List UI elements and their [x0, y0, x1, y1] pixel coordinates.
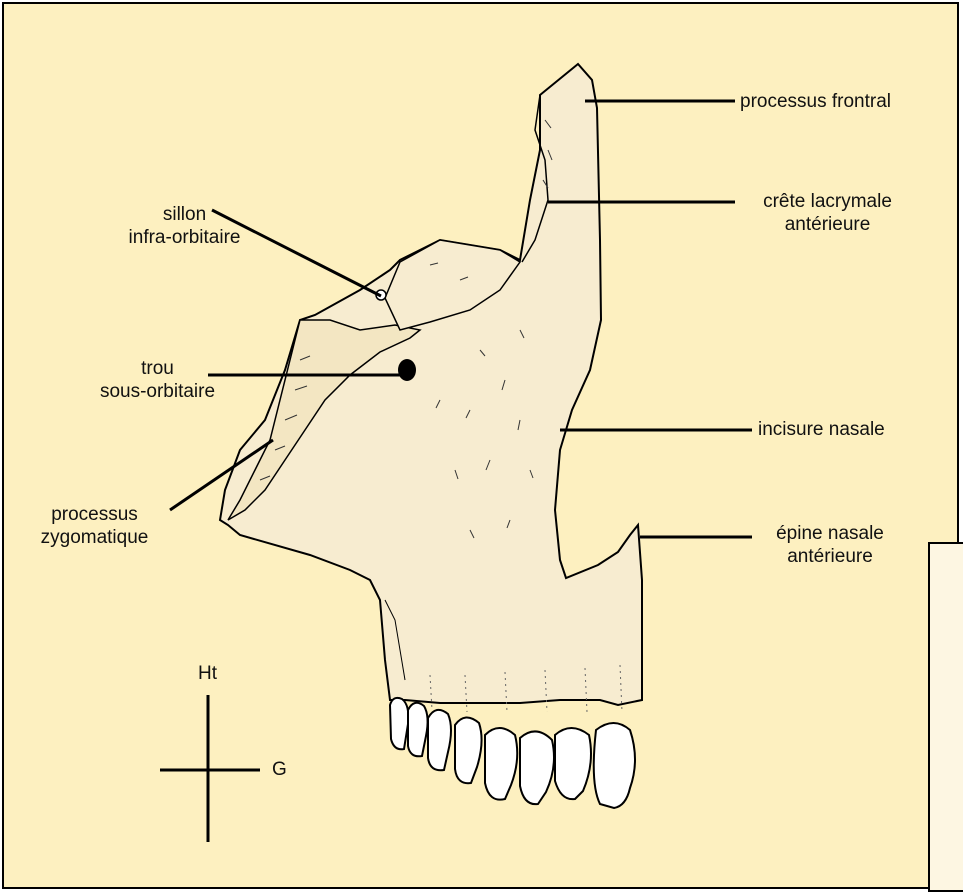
label-line: sillon [112, 203, 257, 226]
label-line: antérieure [740, 545, 920, 568]
tooth-7 [555, 728, 591, 799]
label-line: antérieure [740, 213, 915, 236]
label-incisure-nasale: incisure nasale [758, 418, 885, 441]
label-line: zygomatique [22, 526, 167, 549]
overlay-box [928, 542, 963, 892]
tooth-4 [455, 717, 482, 783]
tooth-3 [428, 710, 451, 770]
label-line: épine nasale [740, 522, 920, 545]
label-epine-nasale-anterieure: épine nasale antérieure [740, 522, 920, 568]
infraorbital-foramen [398, 359, 416, 381]
label-line: crête lacrymale [740, 190, 915, 213]
label-sillon-infra-orbitaire: sillon infra-orbitaire [112, 203, 257, 249]
teeth [390, 698, 635, 808]
orientation-up-label: Ht [198, 662, 217, 685]
tooth-5 [485, 728, 517, 800]
label-trou-sous-orbitaire: trou sous-orbitaire [90, 357, 225, 403]
tooth-2 [408, 703, 428, 756]
label-processus-zygomatique: processus zygomatique [22, 503, 167, 549]
label-line: trou [90, 357, 225, 380]
label-crete-lacrymale: crête lacrymale antérieure [740, 190, 915, 236]
label-line: processus [22, 503, 167, 526]
orientation-cross [160, 695, 260, 842]
tooth-8 [594, 723, 635, 808]
label-line: infra-orbitaire [112, 226, 257, 249]
label-processus-frontral: processus frontral [740, 90, 891, 113]
tooth-1 [390, 698, 408, 749]
orientation-right-label: G [272, 758, 287, 781]
tooth-6 [520, 731, 554, 804]
label-line: sous-orbitaire [90, 380, 225, 403]
